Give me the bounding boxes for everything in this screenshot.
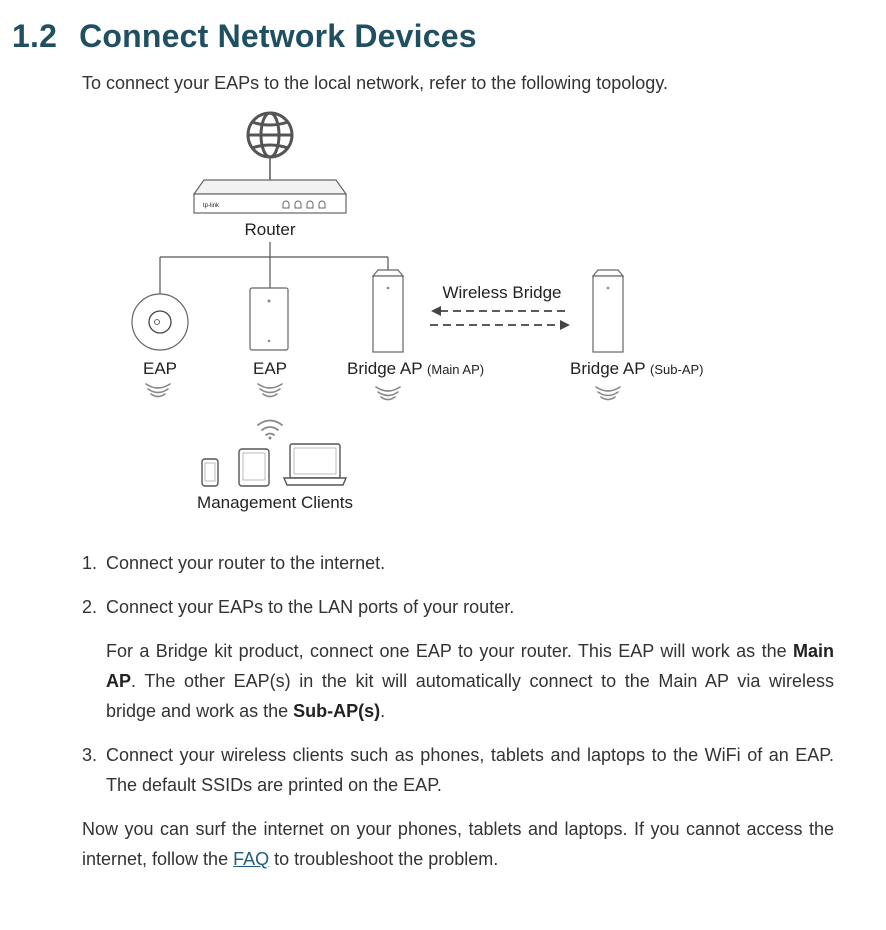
section-heading: 1.2 Connect Network Devices (12, 18, 477, 55)
section-title: Connect Network Devices (79, 18, 477, 54)
router-brand: tp-link (203, 203, 220, 209)
steps-list: 1. Connect your router to the internet. … (82, 548, 834, 814)
network-topology-diagram: tp-link Router EAP EAP Bridge AP (Main A… (131, 111, 704, 512)
router-label: Router (244, 220, 295, 239)
step-number: 2. (82, 597, 98, 617)
router-icon: tp-link (192, 179, 348, 214)
bridge-sub-label: Bridge AP (Sub-AP) (570, 359, 704, 378)
outdoor-ap-icon (591, 269, 625, 353)
signal-waves (145, 383, 621, 401)
ceiling-eap-icon (131, 293, 189, 351)
step-text: Connect your EAPs to the LAN ports of yo… (106, 597, 515, 617)
list-item: 2. Connect your EAPs to the LAN ports of… (82, 592, 834, 726)
section-number: 1.2 (12, 18, 58, 54)
bridge-arrows (430, 306, 570, 330)
step-text: Connect your router to the internet. (106, 553, 386, 573)
globe-icon (246, 111, 294, 159)
step-number: 1. (82, 553, 98, 573)
step-number: 3. (82, 745, 98, 765)
tablet-icon (238, 448, 270, 487)
phone-icon (201, 458, 219, 487)
wall-eap-icon (249, 287, 289, 351)
step-text: Connect your wireless clients such as ph… (106, 745, 834, 795)
step-note: For a Bridge kit product, connect one EA… (106, 641, 834, 721)
clients-label: Management Clients (197, 493, 353, 512)
eap1-label: EAP (143, 359, 177, 378)
outdoor-ap-icon (371, 269, 405, 353)
laptop-icon (282, 443, 348, 486)
bridge-main-label: Bridge AP (Main AP) (347, 359, 484, 378)
list-item: 3. Connect your wireless clients such as… (82, 740, 834, 800)
connection-lines (159, 242, 389, 305)
eap2-label: EAP (253, 359, 287, 378)
wireless-bridge-label: Wireless Bridge (442, 283, 561, 302)
intro-text: To connect your EAPs to the local networ… (82, 73, 668, 93)
outro-text: Now you can surf the internet on your ph… (82, 819, 834, 869)
faq-link[interactable]: FAQ (233, 849, 270, 869)
list-item: 1. Connect your router to the internet. (82, 548, 834, 578)
wifi-icon (257, 419, 283, 440)
